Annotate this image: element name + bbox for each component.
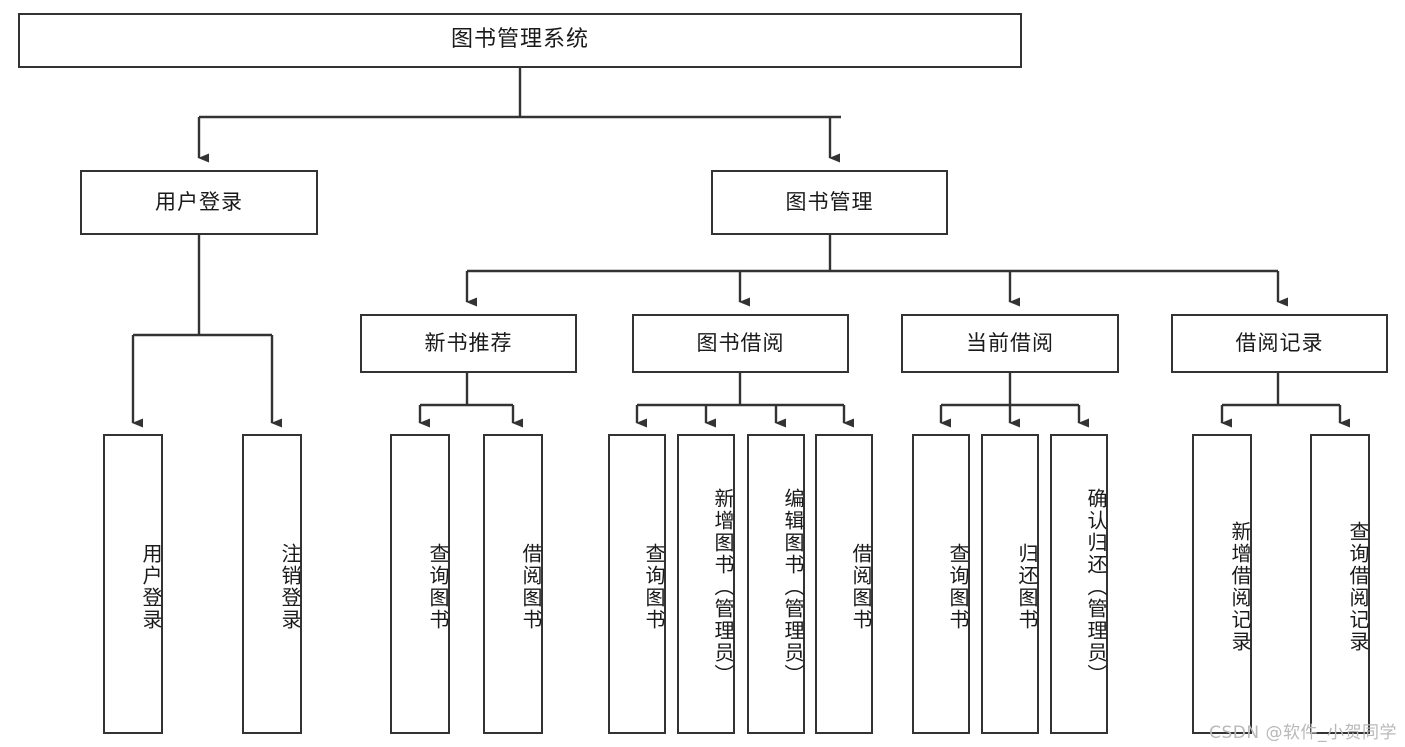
node-new-book-recommend[interactable]: 新书推荐	[360, 314, 577, 373]
node-leaf-query-book-recommend[interactable]: 查询图书	[390, 434, 450, 734]
node-leaf-query-book-current[interactable]: 查询图书	[912, 434, 970, 734]
node-leaf-edit-book-admin[interactable]: 编辑图书（管理员）	[747, 434, 805, 734]
node-label: 归还图书	[1015, 543, 1039, 631]
node-label: 用户登录	[139, 543, 163, 631]
node-leaf-confirm-return-admin[interactable]: 确认归还（管理员）	[1050, 434, 1108, 734]
node-label: 新增图书（管理员）	[711, 488, 735, 686]
node-label: 图书借阅	[696, 330, 785, 355]
node-label: 图书管理	[785, 189, 874, 214]
node-borrow-record[interactable]: 借阅记录	[1171, 314, 1388, 373]
node-leaf-return-book[interactable]: 归还图书	[981, 434, 1039, 734]
node-leaf-borrow-book-recommend[interactable]: 借阅图书	[483, 434, 543, 734]
node-current-borrow[interactable]: 当前借阅	[901, 314, 1119, 373]
node-label: 借阅图书	[849, 543, 873, 631]
node-label: 查询借阅记录	[1346, 521, 1370, 653]
node-label: 图书管理系统	[450, 27, 589, 53]
node-label: 借阅图书	[519, 543, 543, 631]
node-label: 新增借阅记录	[1228, 521, 1252, 653]
node-label: 借阅记录	[1235, 330, 1324, 355]
node-label: 确认归还（管理员）	[1084, 488, 1108, 686]
node-user-login[interactable]: 用户登录	[80, 170, 318, 235]
node-leaf-add-borrow-record[interactable]: 新增借阅记录	[1192, 434, 1252, 734]
node-book-borrow[interactable]: 图书借阅	[632, 314, 849, 373]
node-label: 注销登录	[278, 543, 302, 631]
node-leaf-query-borrow-record[interactable]: 查询借阅记录	[1310, 434, 1370, 734]
node-leaf-logout[interactable]: 注销登录	[242, 434, 302, 734]
node-label: 用户登录	[155, 189, 243, 214]
node-leaf-borrow-book[interactable]: 借阅图书	[815, 434, 873, 734]
node-leaf-add-book-admin[interactable]: 新增图书（管理员）	[677, 434, 735, 734]
node-root-book-management-system[interactable]: 图书管理系统	[18, 13, 1022, 68]
node-label: 查询图书	[946, 543, 970, 631]
node-leaf-query-book-borrow[interactable]: 查询图书	[608, 434, 666, 734]
node-label: 当前借阅	[966, 330, 1054, 355]
watermark-text: CSDN @软件_小贺同学	[1209, 723, 1397, 743]
node-label: 查询图书	[642, 543, 666, 631]
node-label: 新书推荐	[424, 330, 513, 355]
node-book-management[interactable]: 图书管理	[711, 170, 948, 235]
node-leaf-user-login[interactable]: 用户登录	[103, 434, 163, 734]
node-label: 查询图书	[426, 543, 450, 631]
node-label: 编辑图书（管理员）	[781, 488, 805, 686]
